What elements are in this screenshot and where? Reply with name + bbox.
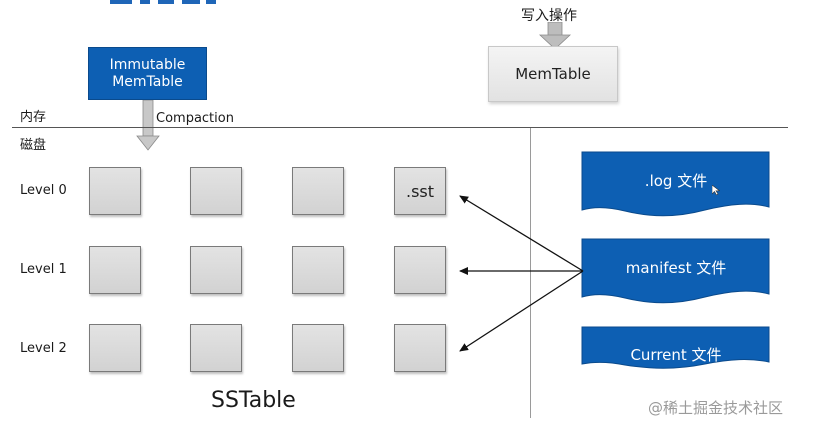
level-1-label: Level 1 xyxy=(20,262,67,277)
sst-file-block: .sst xyxy=(394,167,446,215)
arrow-to-level-2 xyxy=(459,270,584,352)
sst-block xyxy=(292,167,344,215)
mouse-cursor-icon xyxy=(712,185,720,195)
vertical-divider xyxy=(530,128,531,418)
sst-block xyxy=(394,324,446,372)
sst-label: .sst xyxy=(405,181,435,201)
memory-label: 内存 xyxy=(20,110,47,125)
sst-block xyxy=(190,246,242,294)
immutable-memtable-box: Immutable MemTable xyxy=(88,47,207,100)
current-file-shape xyxy=(581,326,770,369)
memtable-box: MemTable xyxy=(488,46,618,102)
write-op-label: 写入操作 xyxy=(521,8,577,24)
sst-block xyxy=(89,324,141,372)
sst-block xyxy=(190,167,242,215)
watermark: @稀土掘金技术社区 xyxy=(648,399,784,417)
compaction-arrow xyxy=(136,100,160,151)
log-file-shape xyxy=(581,151,770,217)
disk-label: 磁盘 xyxy=(20,138,47,153)
immutable-label-line2: MemTable xyxy=(112,73,183,90)
file-labels: .log 文件 manifest 文件 Current 文件 xyxy=(580,150,772,370)
immutable-label-line1: Immutable xyxy=(109,56,186,73)
level-2-label: Level 2 xyxy=(20,341,67,356)
sst-block xyxy=(394,246,446,294)
sstable-label: SSTable xyxy=(211,388,296,413)
write-arrow xyxy=(538,22,572,50)
current-file-label: Current 文件 xyxy=(630,346,722,364)
sst-block xyxy=(190,324,242,372)
file-shapes xyxy=(581,151,770,369)
log-file-label: .log 文件 xyxy=(644,172,708,190)
arrow-to-level-0 xyxy=(459,195,584,272)
manifest-file-label: manifest 文件 xyxy=(625,259,727,277)
sst-block xyxy=(292,246,344,294)
compaction-label: Compaction xyxy=(156,111,234,126)
memory-disk-divider xyxy=(12,127,788,128)
title-fragment xyxy=(110,0,220,6)
manifest-file-shape xyxy=(581,238,770,304)
sst-block xyxy=(89,246,141,294)
level-0-label: Level 0 xyxy=(20,183,67,198)
sst-block xyxy=(292,324,344,372)
memtable-label: MemTable xyxy=(515,65,591,83)
sst-block xyxy=(89,167,141,215)
